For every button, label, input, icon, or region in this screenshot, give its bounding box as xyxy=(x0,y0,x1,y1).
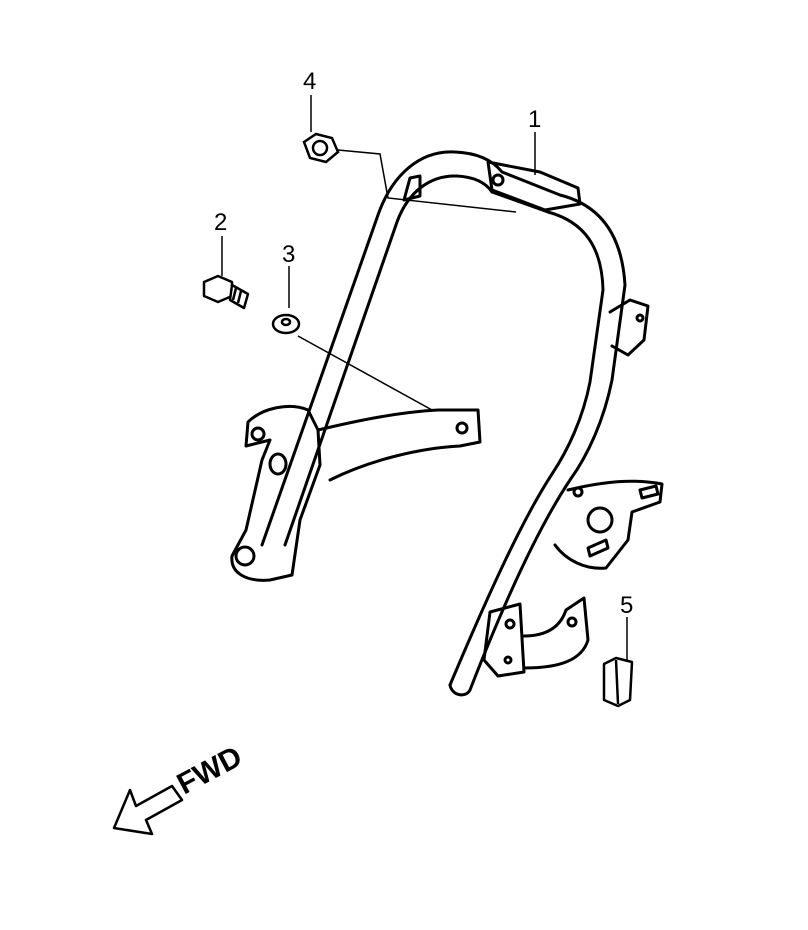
part-label-1: 1 xyxy=(528,106,541,133)
frame-cross-brace xyxy=(316,408,482,482)
frame-top-mount-hole xyxy=(491,173,505,187)
washer-hole xyxy=(280,317,292,327)
frame-left-top-tab xyxy=(402,174,422,202)
bolt-thread-1 xyxy=(231,287,238,301)
leader-lines xyxy=(221,95,628,660)
clip xyxy=(602,656,634,708)
frame-right-side-tab-hole xyxy=(635,313,645,323)
frame-bracket xyxy=(230,150,664,697)
forward-label: FWD xyxy=(172,740,248,801)
frame-left-bracket-hole-mid xyxy=(268,452,288,476)
frame-left-bracket-hole-bottom xyxy=(234,545,256,567)
frame-bottom-mount-arm xyxy=(522,596,590,670)
frame-bottom-mount xyxy=(482,602,526,678)
frame-tube-inner xyxy=(283,174,605,687)
frame-bottom-mount-hole-lower xyxy=(503,655,513,665)
frame-right-bracket-slot-top xyxy=(638,484,660,500)
forward-direction-indicator: FWD xyxy=(112,740,248,836)
part-label-3: 3 xyxy=(282,241,295,268)
bolt-head xyxy=(202,274,234,304)
leader-line-nut-to-frame xyxy=(337,149,517,213)
washer xyxy=(271,313,301,335)
frame-right-bracket-slot-bottom xyxy=(586,538,610,558)
part-label-5: 5 xyxy=(620,592,633,619)
bolt-thread-2 xyxy=(236,290,243,304)
frame-right-side-tab xyxy=(608,298,650,357)
frame-left-bracket xyxy=(230,404,322,582)
frame-right-bracket-small-hole xyxy=(572,486,584,498)
frame-right-bracket xyxy=(553,479,664,570)
part-label-2: 2 xyxy=(214,209,227,236)
forward-arrow-icon xyxy=(112,784,184,836)
nut-hole xyxy=(311,139,329,157)
frame-bottom-mount-hole-left xyxy=(504,618,516,630)
frame-tube-outer xyxy=(260,150,627,692)
part-label-4: 4 xyxy=(303,68,316,95)
bolt xyxy=(202,274,250,310)
leader-line-washer-to-frame xyxy=(297,335,433,411)
clip-fold xyxy=(614,659,620,705)
frame-top-mount-plate xyxy=(486,160,582,212)
frame-right-bracket-hole xyxy=(586,506,614,534)
frame-cross-brace-hole xyxy=(455,421,469,435)
frame-bottom-mount-hole-right xyxy=(566,616,578,628)
nut xyxy=(302,132,340,164)
frame-tube-end-bottom xyxy=(448,683,472,697)
frame-left-bracket-hole-top xyxy=(250,426,266,442)
